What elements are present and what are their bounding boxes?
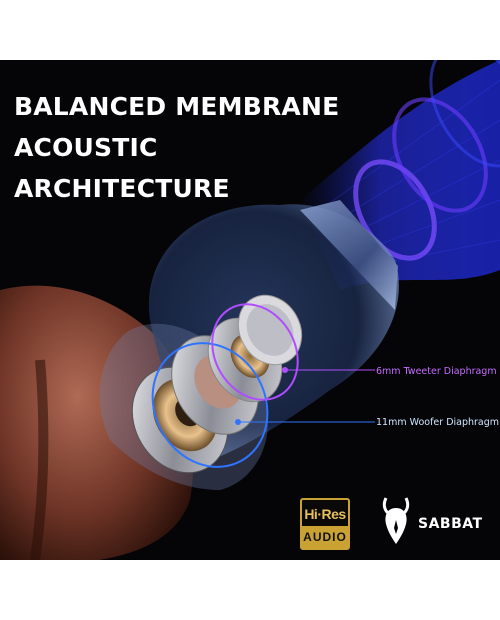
- driver-assembly: [131, 294, 303, 474]
- headline-line-3: ARCHITECTURE: [14, 174, 230, 203]
- hires-badge-bottom: AUDIO: [302, 526, 348, 548]
- woofer-label: 11mm Woofer Diaphragm: [376, 417, 500, 428]
- horned-skull-icon: [382, 497, 410, 544]
- headline: BALANCED MEMBRANE ACOUSTIC ARCHITECTURE: [14, 86, 339, 209]
- headline-line-2: ACOUSTIC: [14, 133, 158, 162]
- earbud-illustration: [0, 60, 500, 560]
- product-banner: BALANCED MEMBRANE ACOUSTIC ARCHITECTURE …: [0, 60, 500, 560]
- hires-badge-top: Hi·Res: [304, 505, 346, 522]
- brand-name: SABBAT: [418, 516, 483, 532]
- tweeter-label: 6mm Tweeter Diaphragm: [376, 366, 497, 377]
- hires-audio-badge: Hi·Res AUDIO: [300, 498, 350, 550]
- callout-lines: [235, 367, 375, 425]
- headline-line-1: BALANCED MEMBRANE: [14, 92, 340, 121]
- earbud-shell: [0, 285, 194, 560]
